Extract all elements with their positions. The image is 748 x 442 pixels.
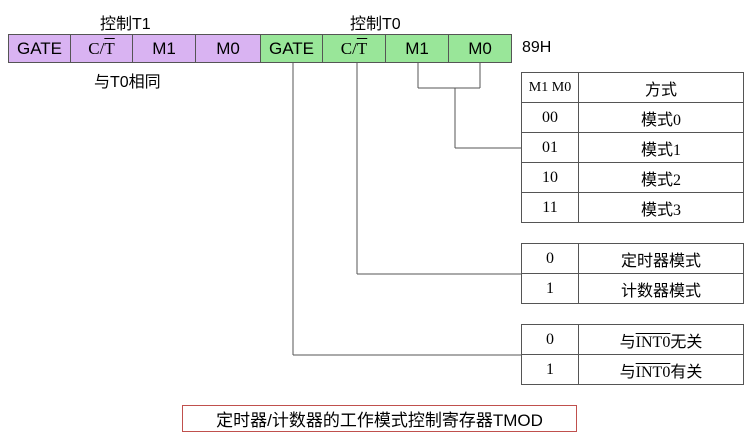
ct-value: 1: [521, 273, 579, 304]
t1-m1-text: M1: [152, 38, 176, 58]
table-row: 1 与INT0有关: [521, 354, 744, 385]
table-row: 0 定时器模式: [521, 243, 744, 274]
t1-m0-cell: M0: [195, 34, 261, 63]
t1-m1-cell: M1: [132, 34, 196, 63]
gate-pre: 与: [619, 333, 636, 351]
t0-ct-cell: C/T: [322, 34, 386, 63]
figure-caption: 定时器/计数器的工作模式控制寄存器TMOD: [182, 405, 577, 432]
gate-value: 0: [521, 324, 579, 355]
mode-bits: 01: [521, 132, 579, 163]
t1-gate-cell: GATE: [8, 34, 71, 63]
register-address: 89H: [522, 39, 552, 56]
mode-name: 模式2: [578, 162, 744, 193]
t0-control-label: 控制T0: [350, 16, 401, 33]
t0-m1-text: M1: [405, 38, 429, 58]
mode-bits: 10: [521, 162, 579, 193]
gate-pre: 与: [619, 363, 636, 381]
t1-slash: /: [99, 38, 105, 58]
ct-meaning: 计数器模式: [578, 273, 744, 304]
table-row: 10 模式2: [521, 162, 744, 193]
mode-name: 模式3: [578, 192, 744, 223]
t0-gate-cell: GATE: [260, 34, 323, 63]
t1-m0-text: M0: [216, 38, 240, 58]
t0-m1-cell: M1: [385, 34, 449, 63]
t0-m0-text: M0: [468, 38, 492, 58]
t1-same-as-t0-note: 与T0相同: [94, 74, 161, 91]
table-row: 1 计数器模式: [521, 273, 744, 304]
table-row: 0 与INT0无关: [521, 324, 744, 355]
gate-meaning: 与INT0无关: [578, 324, 744, 355]
mode-table-header: M1 M0 方式: [521, 72, 744, 103]
int0-overbar: INT0: [635, 363, 671, 381]
mode-table: M1 M0 方式 00 模式0 01 模式1 10 模式2 11 模式3: [521, 72, 744, 223]
table-row: 01 模式1: [521, 132, 744, 163]
ct-value: 0: [521, 243, 579, 274]
ct-meaning: 定时器模式: [578, 243, 744, 274]
int0-overbar: INT0: [635, 333, 671, 351]
t0-m0-cell: M0: [448, 34, 512, 63]
t0-t-text: T: [356, 38, 368, 58]
t1-c-text: C: [88, 38, 100, 58]
mode-header-label: 方式: [578, 72, 744, 103]
t1-t-text: T: [104, 38, 115, 58]
gate-post: 有关: [670, 363, 703, 381]
t1-control-label: 控制T1: [100, 16, 151, 33]
mode-name: 模式0: [578, 102, 744, 133]
table-row: 00 模式0: [521, 102, 744, 133]
t1-gate-text: GATE: [16, 38, 63, 58]
mode-header-bits: M1 M0: [521, 72, 579, 103]
t1-ct-cell: C/T: [70, 34, 133, 63]
gate-table: 0 与INT0无关 1 与INT0有关: [521, 324, 744, 385]
gate-meaning: 与INT0有关: [578, 354, 744, 385]
gate-post: 无关: [670, 333, 703, 351]
table-row: 11 模式3: [521, 192, 744, 223]
t0-slash: /: [352, 38, 357, 58]
t0-c-text: C: [340, 38, 353, 58]
gate-value: 1: [521, 354, 579, 385]
ct-table: 0 定时器模式 1 计数器模式: [521, 243, 744, 304]
mode-bits: 11: [521, 192, 579, 223]
t0-gate-text: GATE: [268, 38, 315, 58]
mode-bits: 00: [521, 102, 579, 133]
mode-name: 模式1: [578, 132, 744, 163]
